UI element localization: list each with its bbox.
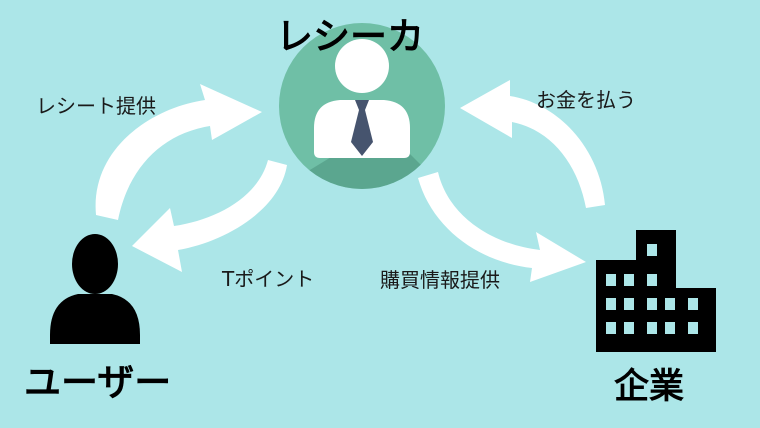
building-shape xyxy=(596,230,716,352)
arrow-user-to-hub xyxy=(95,84,262,220)
edge-label-tpoint: Tポイント xyxy=(222,267,315,291)
edge-label-pay: お金を払う xyxy=(536,88,636,112)
node-label-company: 企業 xyxy=(614,367,685,407)
businessman-head xyxy=(335,39,389,93)
arrow-company-to-hub xyxy=(460,80,605,208)
edge-label-receipt: レシート提供 xyxy=(36,94,156,118)
user-head xyxy=(72,234,118,294)
businessman-tie xyxy=(351,100,373,156)
user-icon xyxy=(50,234,140,344)
businessman-icon xyxy=(279,23,445,189)
building-windows xyxy=(606,244,698,334)
arrow-hub-to-company xyxy=(418,172,586,282)
node-label-hub: レシーカ xyxy=(276,15,424,58)
user-body xyxy=(50,294,140,344)
hub-long-shadow xyxy=(300,106,445,189)
edge-label-purchase-data: 購買情報提供 xyxy=(380,268,500,292)
building-icon xyxy=(596,230,716,352)
node-label-user: ユーザー xyxy=(24,361,172,404)
arrow-hub-to-user xyxy=(132,160,287,272)
